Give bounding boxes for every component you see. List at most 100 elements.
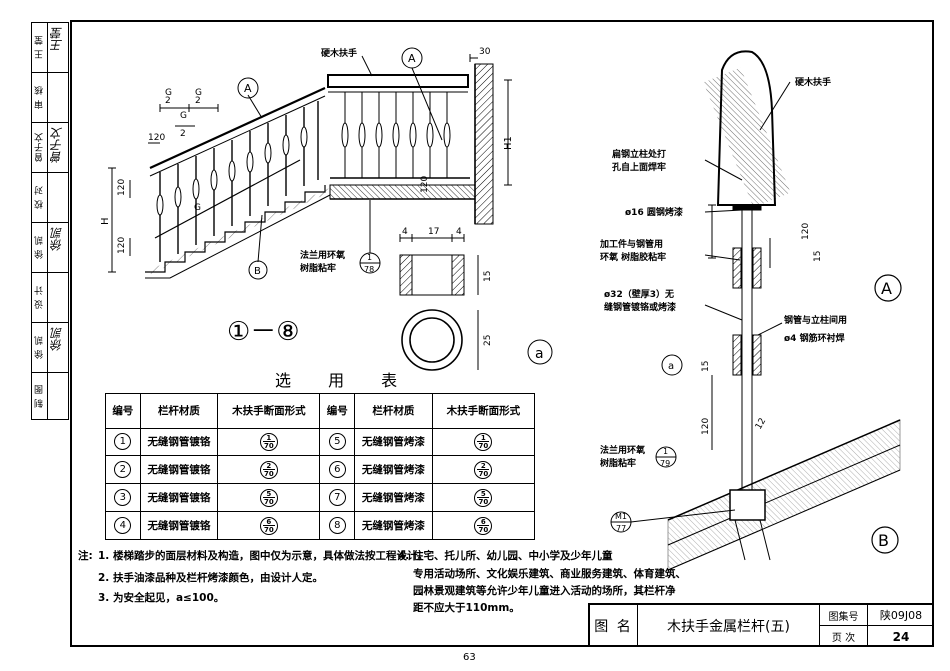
- label-flange-epoxy: 树脂粘牢: [300, 262, 336, 274]
- dim-120: 120: [117, 237, 127, 254]
- title-block: 图 名 木扶手金属栏杆(五) 图集号 陕09J08 页 次 24: [588, 603, 934, 647]
- label-work-piece: 加工件与钢管用: [599, 238, 663, 250]
- callout-a-section: A: [408, 52, 416, 65]
- ref-m1: M1: [615, 512, 627, 521]
- range-label: ①－⑧: [227, 317, 300, 347]
- table-header: 栏杆材质: [354, 393, 433, 429]
- label-flange-epoxy: 法兰用环氧: [300, 249, 345, 261]
- label-flange-epoxy: 法兰用环氧: [600, 444, 645, 456]
- sidebar-cell: 审 核: [32, 73, 68, 123]
- sidebar-cell: 徐 凯 徐凯: [32, 323, 68, 373]
- row-number: 6: [328, 461, 346, 479]
- note-3: 3. 为安全起见，a≤100。: [98, 592, 225, 604]
- table-header: 编号: [319, 393, 356, 429]
- railing-material: 无缝钢管烤漆: [354, 511, 433, 540]
- note-1: 1. 楼梯踏步的面层材料及构造，图中仅为示意，具体做法按工程设计。: [98, 550, 428, 562]
- drawing-labels: 硬木扶手 A B A 30 H1 H G 2 G 2 G 2 G 120 120…: [100, 47, 892, 550]
- callout-detail-b: B: [878, 531, 889, 550]
- row-number: 4: [114, 517, 132, 535]
- label-d16: ø16 圆钢烤漆: [625, 206, 683, 218]
- ref-1-79: 1: [663, 447, 668, 456]
- dim-h1: H1: [503, 136, 514, 150]
- sidebar-cell: 设 计: [32, 273, 68, 323]
- sheet-frame: [70, 20, 934, 647]
- callout-small-a: a: [668, 361, 674, 372]
- stair-elevation: [108, 77, 331, 280]
- callout-a: A: [244, 82, 252, 95]
- atlas-number: 陕09J08: [868, 605, 934, 626]
- dim-120: 120: [420, 176, 430, 193]
- flange-detail: [399, 234, 553, 371]
- sidebar-cell: 徐 凯 徐凯: [32, 223, 68, 273]
- table-header-row: 编号 栏杆材质 木扶手断面形式 编号 栏杆材质 木扶手断面形式: [105, 393, 536, 429]
- sidebar-cell: 曾子文 曾子文: [32, 123, 68, 173]
- row-number: 8: [328, 517, 346, 535]
- row-number: 7: [328, 489, 346, 507]
- dim-g-half-den: 2: [180, 129, 186, 139]
- approval-sidebar: 王 莹 王莹 审 核 曾子文 曾子文 校 对 徐 凯 徐凯 设 计 徐 凯 徐凯…: [31, 22, 69, 420]
- notes-prefix: 注:: [78, 550, 93, 562]
- dim-g-half: G: [180, 111, 187, 121]
- note-4: 园林景观建筑等允许少年儿童进入活动的场所，其栏杆净: [413, 585, 676, 597]
- dim-g-half: G: [195, 88, 202, 98]
- dim-g-half-den: 2: [165, 96, 171, 106]
- label-steel-post: 钢管与立柱间用: [784, 314, 847, 326]
- dim-120: 120: [701, 418, 711, 435]
- railing-material: 无缝钢管烤漆: [354, 427, 433, 457]
- drawing-title: 木扶手金属栏杆(五): [638, 605, 820, 647]
- dim-g-half: G: [165, 88, 172, 98]
- dim-4: 4: [456, 227, 462, 237]
- label-flat-steel: 孔自上面焊牢: [612, 161, 666, 173]
- note-2: 2. 扶手油漆品种及栏杆烤漆颜色，由设计人定。: [98, 572, 323, 584]
- dim-15: 15: [483, 271, 493, 282]
- callout-b: B: [254, 266, 261, 277]
- railing-material: 无缝钢管烤漆: [354, 455, 433, 485]
- sidebar-cell: 制 图: [32, 373, 68, 419]
- dim-120: 120: [117, 179, 127, 196]
- footer-page-number: 63: [463, 652, 476, 663]
- railing-material: 无缝钢管镀铬: [139, 455, 219, 485]
- callout-small-a: a: [535, 346, 544, 362]
- note-4: 专用活动场所、文化娱乐建筑、商业服务建筑、体育建筑、: [413, 568, 686, 580]
- table-header: 编号: [105, 393, 141, 429]
- page-number: 24: [892, 629, 910, 644]
- label-d32: 缝钢管镀铬或烤漆: [604, 301, 676, 313]
- dim-15: 15: [701, 361, 711, 372]
- row-number: 1: [114, 433, 132, 451]
- table-header: 木扶手断面形式: [431, 393, 536, 429]
- atlas-label: 图集号: [820, 605, 868, 626]
- ref-m1: 77: [616, 524, 626, 533]
- railing-material: 无缝钢管镀铬: [139, 511, 219, 540]
- railing-section: [327, 47, 512, 274]
- label-steel-post: ø4 钢筋环衬焊: [784, 332, 845, 344]
- table-header: 栏杆材质: [139, 393, 219, 429]
- dim-4: 4: [402, 227, 408, 237]
- dim-g-half-den: 2: [195, 96, 201, 106]
- dim-120: 120: [801, 223, 811, 240]
- dim-15: 15: [813, 251, 823, 262]
- joint-detail: [610, 50, 902, 571]
- dim-25: 25: [483, 335, 493, 346]
- dim-h: H: [100, 217, 111, 225]
- sidebar-cell: 校 对: [32, 173, 68, 223]
- table-header: 木扶手断面形式: [217, 393, 321, 429]
- ref-1-78: 78: [364, 265, 374, 274]
- dim-120: 120: [148, 133, 165, 143]
- label-wood-handrail: 硬木扶手: [321, 47, 357, 59]
- label-flange-epoxy: 树脂粘牢: [600, 457, 636, 469]
- dim-17: 17: [428, 227, 439, 237]
- note-4: 4. 住宅、托儿所、幼儿园、中小学及少年儿童: [398, 550, 613, 562]
- label-work-piece: 环氧 树脂胶粘牢: [600, 251, 666, 263]
